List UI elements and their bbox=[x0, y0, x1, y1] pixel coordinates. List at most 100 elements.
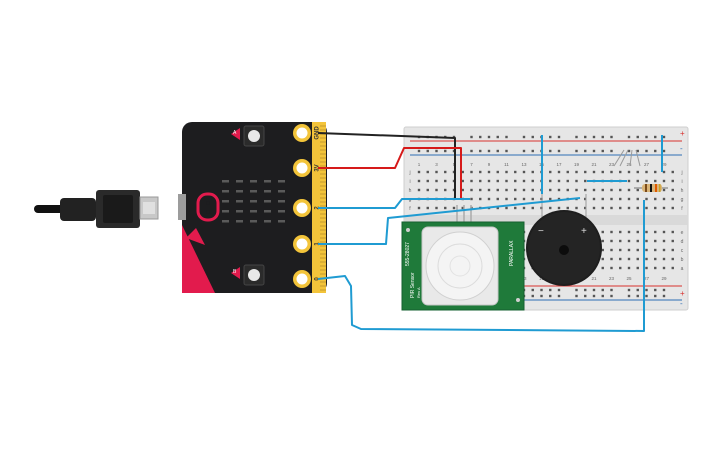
led bbox=[222, 180, 229, 183]
led bbox=[236, 200, 243, 203]
led bbox=[236, 210, 243, 213]
resistor[interactable] bbox=[634, 184, 668, 192]
pin-label: 2 bbox=[315, 206, 321, 210]
microbit-board[interactable]: A B GND 3V 2 1 0 bbox=[178, 122, 327, 293]
column-number: 9 bbox=[488, 162, 491, 167]
pir-name: PIR Sensor bbox=[410, 272, 416, 298]
row-label: e bbox=[681, 230, 684, 236]
led bbox=[250, 200, 257, 203]
led bbox=[250, 190, 257, 193]
usb-port bbox=[178, 194, 186, 220]
row-label: h bbox=[681, 188, 684, 194]
rail-minus-top: - bbox=[680, 144, 683, 153]
led-matrix bbox=[222, 180, 285, 223]
led bbox=[264, 220, 271, 223]
led bbox=[264, 180, 271, 183]
column-number: 25 bbox=[626, 276, 632, 281]
button-b-label: B bbox=[233, 269, 237, 275]
pin-label: 3V bbox=[315, 164, 321, 171]
led bbox=[236, 220, 243, 223]
usb-cable[interactable] bbox=[34, 190, 159, 228]
button-b[interactable]: B bbox=[231, 264, 265, 286]
buzzer-minus-label: − bbox=[538, 226, 544, 237]
piezo-buzzer[interactable]: − + bbox=[526, 194, 602, 286]
button-a[interactable]: A bbox=[231, 125, 265, 147]
led bbox=[236, 180, 243, 183]
led bbox=[278, 180, 285, 183]
pin-2[interactable]: 2 bbox=[293, 199, 321, 217]
row-label: f bbox=[681, 206, 683, 212]
pir-sensor[interactable]: PIR Sensor Rev A 555-28027 PARALLAX bbox=[401, 205, 525, 311]
led bbox=[222, 200, 229, 203]
pin-label: 0 bbox=[315, 277, 321, 281]
breadboard-jumpers[interactable] bbox=[541, 135, 663, 194]
wire-pin0 bbox=[317, 200, 645, 332]
led bbox=[278, 210, 285, 213]
column-number: 23 bbox=[609, 162, 615, 167]
triangle-icon bbox=[231, 267, 240, 279]
rail-plus-bottom: + bbox=[680, 289, 685, 298]
led bbox=[264, 200, 271, 203]
triangle-icon bbox=[231, 128, 240, 140]
row-label: b bbox=[681, 257, 684, 263]
row-label: h bbox=[409, 188, 412, 194]
column-number: 7 bbox=[470, 162, 473, 167]
led bbox=[250, 180, 257, 183]
rail-minus-bottom: - bbox=[680, 299, 683, 308]
column-number: 11 bbox=[504, 162, 509, 167]
row-label: j bbox=[680, 170, 682, 176]
pin-1[interactable]: 1 bbox=[293, 235, 321, 253]
led bbox=[264, 190, 271, 193]
component-legs bbox=[613, 149, 641, 167]
column-number: 25 bbox=[626, 162, 632, 167]
led bbox=[222, 190, 229, 193]
led bbox=[264, 210, 271, 213]
column-number: 27 bbox=[644, 276, 650, 281]
pir-brand: PARALLAX bbox=[509, 240, 515, 266]
pin-0[interactable]: 0 bbox=[293, 270, 321, 288]
pir-revision: Rev A bbox=[416, 287, 421, 298]
pin-gnd[interactable]: GND bbox=[293, 124, 321, 142]
buzzer-plus-label: + bbox=[581, 226, 587, 237]
row-label: i bbox=[409, 179, 410, 185]
row-label: f bbox=[409, 206, 411, 212]
column-number: 27 bbox=[644, 162, 650, 167]
wires[interactable] bbox=[317, 132, 645, 332]
column-number: 3 bbox=[435, 162, 438, 167]
pin-3v[interactable]: 3V bbox=[293, 159, 321, 177]
wire-gnd bbox=[317, 132, 456, 200]
led bbox=[278, 190, 285, 193]
row-label: i bbox=[681, 179, 682, 185]
column-number: 21 bbox=[591, 276, 597, 281]
pin-label: GND bbox=[315, 126, 321, 140]
column-number: 1 bbox=[418, 162, 421, 167]
column-number: 21 bbox=[591, 162, 597, 167]
column-number: 13 bbox=[521, 162, 527, 167]
row-label: a bbox=[681, 266, 684, 272]
led bbox=[236, 190, 243, 193]
led bbox=[250, 220, 257, 223]
led bbox=[278, 220, 285, 223]
row-label: d bbox=[681, 239, 684, 245]
wire-pin1 bbox=[318, 197, 581, 245]
column-number: 29 bbox=[661, 162, 667, 167]
led bbox=[222, 210, 229, 213]
column-number: 29 bbox=[661, 276, 667, 281]
button-a-label: A bbox=[233, 130, 237, 136]
wire-pin2 bbox=[318, 198, 470, 209]
column-number: 23 bbox=[609, 276, 615, 281]
led bbox=[250, 210, 257, 213]
pir-part-number: 555-28027 bbox=[405, 242, 411, 266]
row-label: g bbox=[681, 197, 684, 203]
logo-touch[interactable] bbox=[196, 192, 220, 222]
row-label: c bbox=[681, 248, 684, 254]
row-label: j bbox=[408, 170, 410, 176]
wire-3v bbox=[318, 147, 462, 200]
rail-plus-top: + bbox=[680, 129, 685, 138]
pin-label: 1 bbox=[315, 242, 321, 246]
led bbox=[278, 200, 285, 203]
led bbox=[222, 220, 229, 223]
column-number: 17 bbox=[556, 162, 562, 167]
column-number: 19 bbox=[574, 162, 580, 167]
